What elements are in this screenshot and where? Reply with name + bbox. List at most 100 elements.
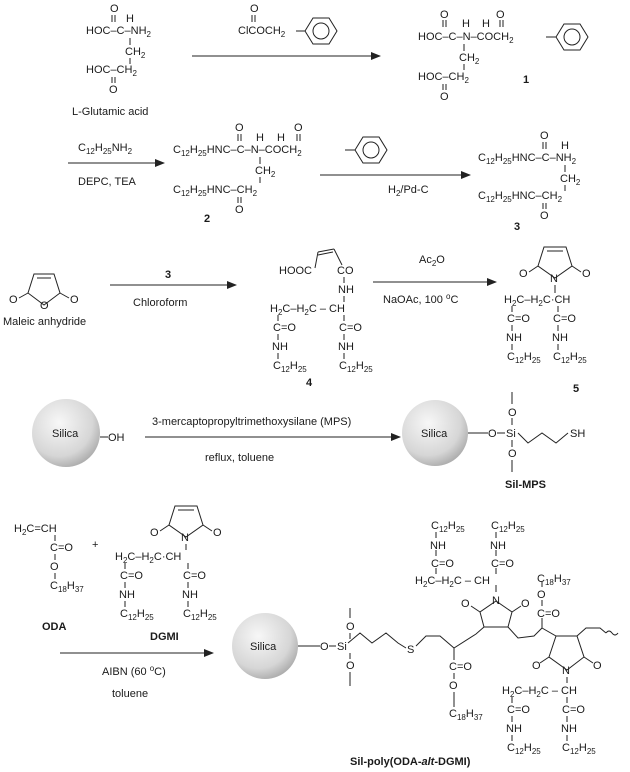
oda-label: ODA xyxy=(42,621,67,633)
svg-text:C12H25HNC–CH2: C12H25HNC–CH2 xyxy=(173,184,258,198)
svg-text:NH: NH xyxy=(561,723,577,735)
svg-text:O: O xyxy=(9,294,18,306)
compound-2-number: 2 xyxy=(204,213,210,225)
svg-text:HOC–CH2: HOC–CH2 xyxy=(86,64,137,78)
svg-text:O: O xyxy=(40,300,49,312)
svg-text:H: H xyxy=(561,140,569,152)
svg-text:C12H25: C12H25 xyxy=(553,351,587,365)
svg-text:Si: Si xyxy=(506,428,516,440)
reagent-reflux: reflux, toluene xyxy=(205,452,274,464)
svg-text:C12H25: C12H25 xyxy=(273,360,307,374)
svg-text:C=O: C=O xyxy=(449,661,472,673)
svg-text:H2C–H2C·CH: H2C–H2C·CH xyxy=(504,294,570,308)
silica-particle xyxy=(402,400,468,466)
benzene-ring-icon xyxy=(555,23,589,51)
svg-text:C12H25HNC–C–N–COCH2: C12H25HNC–C–N–COCH2 xyxy=(173,144,302,158)
svg-text:H2C–H2C – CH: H2C–H2C – CH xyxy=(270,303,345,317)
svg-text:N: N xyxy=(562,665,570,677)
svg-text:O: O xyxy=(346,660,355,672)
svg-text:C=O: C=O xyxy=(273,322,296,334)
svg-text:H: H xyxy=(277,132,285,144)
reaction-arrow-5: Ac2O NaOAc, 100 oC xyxy=(373,254,497,306)
benzene-ring-icon xyxy=(354,136,388,164)
svg-text:H: H xyxy=(256,132,264,144)
benzene-ring-icon xyxy=(304,17,338,45)
svg-text:C18H37: C18H37 xyxy=(449,708,483,722)
svg-text:O: O xyxy=(70,294,79,306)
maleic-anhydride-structure: O O O Maleic anhydride xyxy=(3,273,86,328)
sil-mps-structure: Silica O Si O O SH Sil-MPS xyxy=(402,392,585,491)
svg-text:CH2: CH2 xyxy=(459,52,480,66)
svg-text:C12H25: C12H25 xyxy=(507,742,541,756)
svg-text:C=O: C=O xyxy=(491,558,514,570)
svg-text:N: N xyxy=(550,273,558,285)
svg-text:S: S xyxy=(407,644,414,656)
svg-text:C=O: C=O xyxy=(50,542,73,554)
plus-sign: + xyxy=(92,539,98,551)
svg-text:O: O xyxy=(346,621,355,633)
reaction-arrow-3: H2/Pd-C xyxy=(320,171,471,198)
maleic-anhydride-label: Maleic anhydride xyxy=(3,316,86,328)
svg-text:C=O: C=O xyxy=(562,704,585,716)
silica-particle xyxy=(232,613,298,679)
svg-text:HOC–C–N–COCH2: HOC–C–N–COCH2 xyxy=(418,31,514,45)
svg-text:O: O xyxy=(235,204,244,216)
svg-text:O: O xyxy=(519,268,528,280)
svg-text:C18H37: C18H37 xyxy=(537,573,571,587)
product-label: Sil-poly(ODA-alt-DGMI) xyxy=(350,756,471,768)
svg-text:C12H25HNC–C–NH2: C12H25HNC–C–NH2 xyxy=(478,152,577,166)
svg-text:O: O xyxy=(496,9,505,21)
svg-text:Silica: Silica xyxy=(250,641,277,653)
svg-text:ClCOCH2: ClCOCH2 xyxy=(238,25,286,39)
svg-text:C12H25NH2: C12H25NH2 xyxy=(78,142,133,156)
svg-text:NH: NH xyxy=(506,723,522,735)
svg-text:C12H25: C12H25 xyxy=(120,608,154,622)
reaction-arrow-6: 3-mercaptopropyltrimethoxysilane (MPS) r… xyxy=(145,416,401,464)
svg-text:HOOC: HOOC xyxy=(279,265,312,277)
silica-oh-structure: Silica OH xyxy=(32,399,125,467)
svg-text:C12H25HNC–CH2: C12H25HNC–CH2 xyxy=(478,190,563,204)
svg-text:NH: NH xyxy=(506,332,522,344)
svg-text:O: O xyxy=(582,268,591,280)
svg-text:H2C–H2C – CH: H2C–H2C – CH xyxy=(415,575,490,589)
atom-group: HOC–C–NH2 xyxy=(86,25,152,39)
svg-text:O: O xyxy=(235,122,244,134)
svg-text:C=O: C=O xyxy=(537,608,560,620)
compound-5-structure: O O N H2C–H2C·CH C=O C=O NH NH C12H25 C1… xyxy=(504,246,591,395)
reagent-h2-pdc: H2/Pd-C xyxy=(388,184,429,198)
compound-5-number: 5 xyxy=(573,383,579,395)
svg-text:C=O: C=O xyxy=(339,322,362,334)
svg-text:C12H25: C12H25 xyxy=(562,742,596,756)
compound-1-number: 1 xyxy=(523,74,529,86)
svg-text:CH2: CH2 xyxy=(560,173,581,187)
svg-text:O: O xyxy=(508,407,517,419)
reaction-arrow-2: C12H25NH2 DEPC, TEA xyxy=(68,142,165,188)
svg-text:NH: NH xyxy=(430,540,446,552)
svg-text:NH: NH xyxy=(552,332,568,344)
svg-text:O: O xyxy=(540,130,549,142)
reagent-mps: 3-mercaptopropyltrimethoxysilane (MPS) xyxy=(152,416,351,428)
compound-4-structure: HOOC CO NH H2C–H2C – CH C=O C=O NH NH C1… xyxy=(270,248,373,389)
svg-text:O: O xyxy=(508,448,517,460)
svg-text:O: O xyxy=(250,3,259,15)
svg-text:O: O xyxy=(532,660,541,672)
svg-text:NH: NH xyxy=(490,540,506,552)
svg-text:H2C–H2C – CH: H2C–H2C – CH xyxy=(502,685,577,699)
svg-text:NH: NH xyxy=(272,341,288,353)
svg-text:NH: NH xyxy=(338,284,354,296)
svg-text:C=O: C=O xyxy=(183,570,206,582)
reagent-depc-tea: DEPC, TEA xyxy=(78,176,137,188)
svg-text:OH: OH xyxy=(108,432,125,444)
svg-text:O: O xyxy=(449,680,458,692)
svg-text:CH2: CH2 xyxy=(125,46,146,60)
svg-text:O: O xyxy=(213,527,222,539)
compound-3-number: 3 xyxy=(514,221,520,233)
svg-text:Silica: Silica xyxy=(421,428,448,440)
svg-text:SH: SH xyxy=(570,428,585,440)
svg-text:C=O: C=O xyxy=(553,313,576,325)
svg-text:C=O: C=O xyxy=(507,704,530,716)
svg-text:O: O xyxy=(537,589,546,601)
reaction-arrow-1: O ClCOCH2 xyxy=(192,3,381,60)
svg-text:O: O xyxy=(440,9,449,21)
